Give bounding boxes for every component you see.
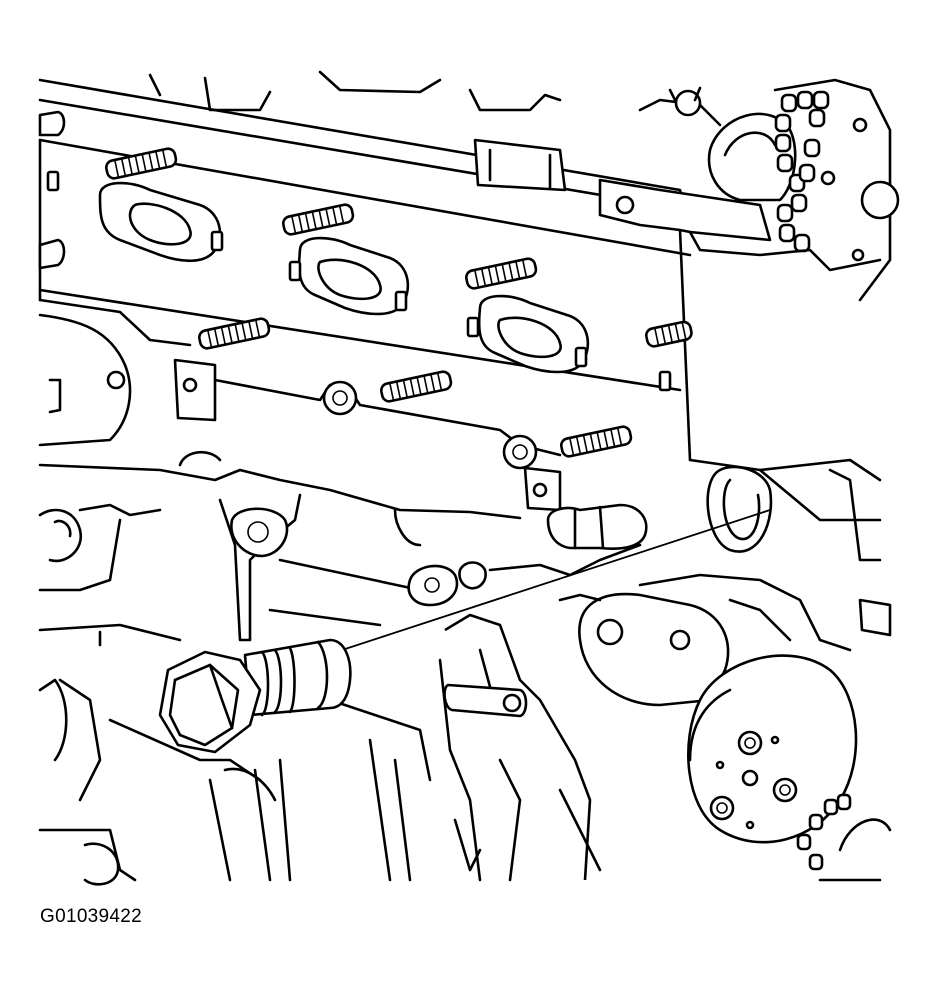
cylinder-head: [38, 70, 692, 462]
timing-chain: [638, 78, 900, 302]
lower-block: [38, 613, 602, 886]
chain-links: [774, 90, 830, 253]
figure-id-label: G01039422: [40, 906, 143, 927]
front-cover-housing: [558, 573, 892, 882]
manifold-studs: [105, 147, 693, 458]
engine-block: [38, 298, 648, 642]
hex-plug-sensor: [158, 638, 352, 754]
engine-block-line-drawing: [38, 70, 900, 886]
lower-chain-links: [796, 793, 852, 871]
timing-cover: [598, 178, 882, 562]
leader-line: [341, 509, 771, 651]
